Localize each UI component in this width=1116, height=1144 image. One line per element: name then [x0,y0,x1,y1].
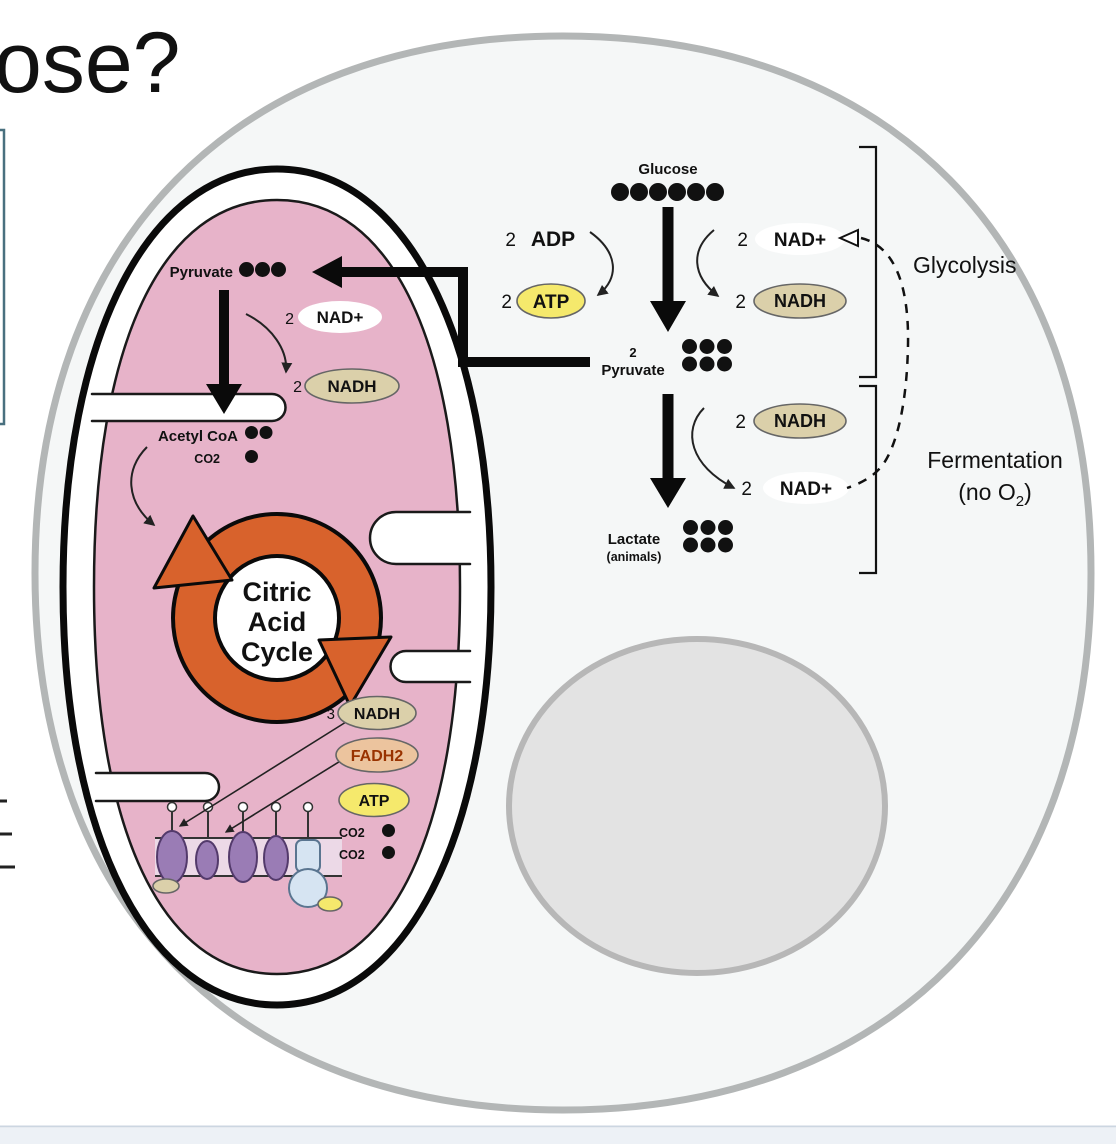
fermentation-pathway: 2 NADH 2 NAD+ Lactate (animals) [607,394,849,564]
mito-pyruvate-dots [239,262,286,277]
cycle-arrowhead-left [152,514,234,590]
mito-nad-pill [298,301,382,333]
etc-complex-4 [263,835,289,881]
proton-pin-heads [166,801,314,813]
nadh-to-etc-arrow [178,721,347,827]
nadh-label: NADH [774,291,826,311]
mito-nadh-label: NADH [327,377,376,396]
pyruvate-oxidation-arrow-head [206,384,242,414]
nad-count: 2 [737,230,748,251]
acetyl-to-cycle-arrow [130,446,156,527]
cycle-fadh2-label: FADH2 [351,748,404,765]
adp-label: ADP [531,228,575,251]
nadh-badge [753,283,847,319]
ferm-nad-label: NAD+ [780,479,832,500]
cycle-atp-label: ATP [359,793,390,810]
glycolysis-pathway: Glucose 2 ADP 2 ATP 2 NAD+ 2 NADH 2 Pyru… [501,161,859,379]
crista-slot-4 [94,771,221,803]
etc-complex-2 [195,840,219,880]
glucose-label: Glucose [638,161,697,178]
nadh-count: 2 [735,292,746,313]
cycle-co2-dot-1 [382,824,395,837]
fermentation-no-o2-label: (no O2) [958,479,1032,510]
mito-co2-dot [245,450,258,463]
etc-complex-3 [228,831,258,883]
crista-slot-1 [90,392,287,423]
nad-to-nadh-arrow [696,229,720,298]
crista-slot-3 [389,649,472,684]
mito-nadh-badge [304,368,400,404]
lactate-dots [683,520,733,553]
glycolysis-bracket [859,145,878,379]
cycle-label-line1: Citric [242,577,311,607]
lactate-label: Lactate [608,531,661,548]
cycle-nadh-count: 3 [327,706,335,723]
bottom-bar [0,1128,1116,1144]
ferm-nad-pill [763,472,849,504]
citric-acid-cycle-ring: Citric Acid Cycle [152,512,393,724]
acetyl-coa-label: Acetyl CoA [158,428,238,445]
fadh2-to-etc-arrow [224,759,343,833]
mitochondrion: Pyruvate 2 NAD+ 2 NADH Acetyl CoA CO2 Ci… [59,165,495,1009]
atp-badge [516,283,586,319]
cycle-fadh2-badge [335,737,419,773]
glucose-carbon-dots [611,183,724,201]
acetyl-coa-dots [245,426,273,439]
fermentation-arrow-head [650,478,686,508]
etc-atp-chip [317,896,343,912]
cycle-ring-inner [213,554,341,682]
atp-synthase-rotor [295,839,321,873]
atp-label: ATP [533,292,570,313]
lactate-note: (animals) [607,550,662,564]
nad-recycle-arrowhead [837,228,859,248]
cropped-text-box [0,128,6,426]
fermentation-bracket [859,384,878,575]
cyto-pyruvate-count: 2 [629,345,636,360]
cycle-arrowhead-right [317,635,393,708]
ferm-nad-count: 2 [741,479,752,500]
cycle-nadh-label: NADH [354,706,400,723]
cyto-pyruvate-dots [682,339,732,372]
ferm-nadh-to-nad-arrow [691,407,736,489]
slide-title-fragment: ose? [0,15,181,111]
glycolysis-arrow-head [650,301,686,332]
adp-count: 2 [505,230,516,251]
cycle-nadh-badge [337,695,417,731]
ferm-nadh-badge [753,403,847,439]
cycle-label-line2: Acid [248,607,307,637]
left-margin-marks [0,799,15,869]
cycle-atp-badge [338,782,410,818]
nad-recycle-dashed-line [846,236,910,490]
ferm-nadh-label: NADH [774,411,826,431]
etc-complex-1 [156,830,188,884]
cyto-pyruvate-label: Pyruvate [601,362,664,379]
nad-label: NAD+ [774,230,826,251]
pyruvate-import-arrow-head [312,256,342,288]
cycle-co2-dot-2 [382,846,395,859]
atp-synthase-head [288,868,328,908]
mito-nad-to-nadh-arrow [245,313,293,374]
nad-pill [755,223,845,255]
electron-transport-chain [152,801,343,912]
mito-nad-label: NAD+ [317,308,364,327]
glycolysis-bracket-label: Glycolysis [913,252,1017,278]
mito-nadh-count: 2 [293,379,302,396]
adp-to-atp-arrow [589,231,614,297]
mito-pyruvate-label: Pyruvate [170,264,233,281]
cycle-label-line3: Cycle [241,637,313,667]
pathway-brackets: Glycolysis Fermentation (no O2) [846,145,1063,575]
cycle-co2-label-1: CO2 [339,826,365,840]
nucleus [506,636,888,976]
crista-slot-2 [368,510,472,566]
atp-count: 2 [501,292,512,313]
etc-nadh-chip [152,878,180,894]
ferm-nadh-count: 2 [735,412,746,433]
cycle-co2-label-2: CO2 [339,848,365,862]
fermentation-bracket-label: Fermentation [927,447,1063,473]
pyruvate-import-arrow-shaft [340,267,590,367]
mito-nad-count: 2 [285,311,294,328]
mito-co2-label: CO2 [194,452,220,466]
proton-pin-stalks [171,812,309,838]
